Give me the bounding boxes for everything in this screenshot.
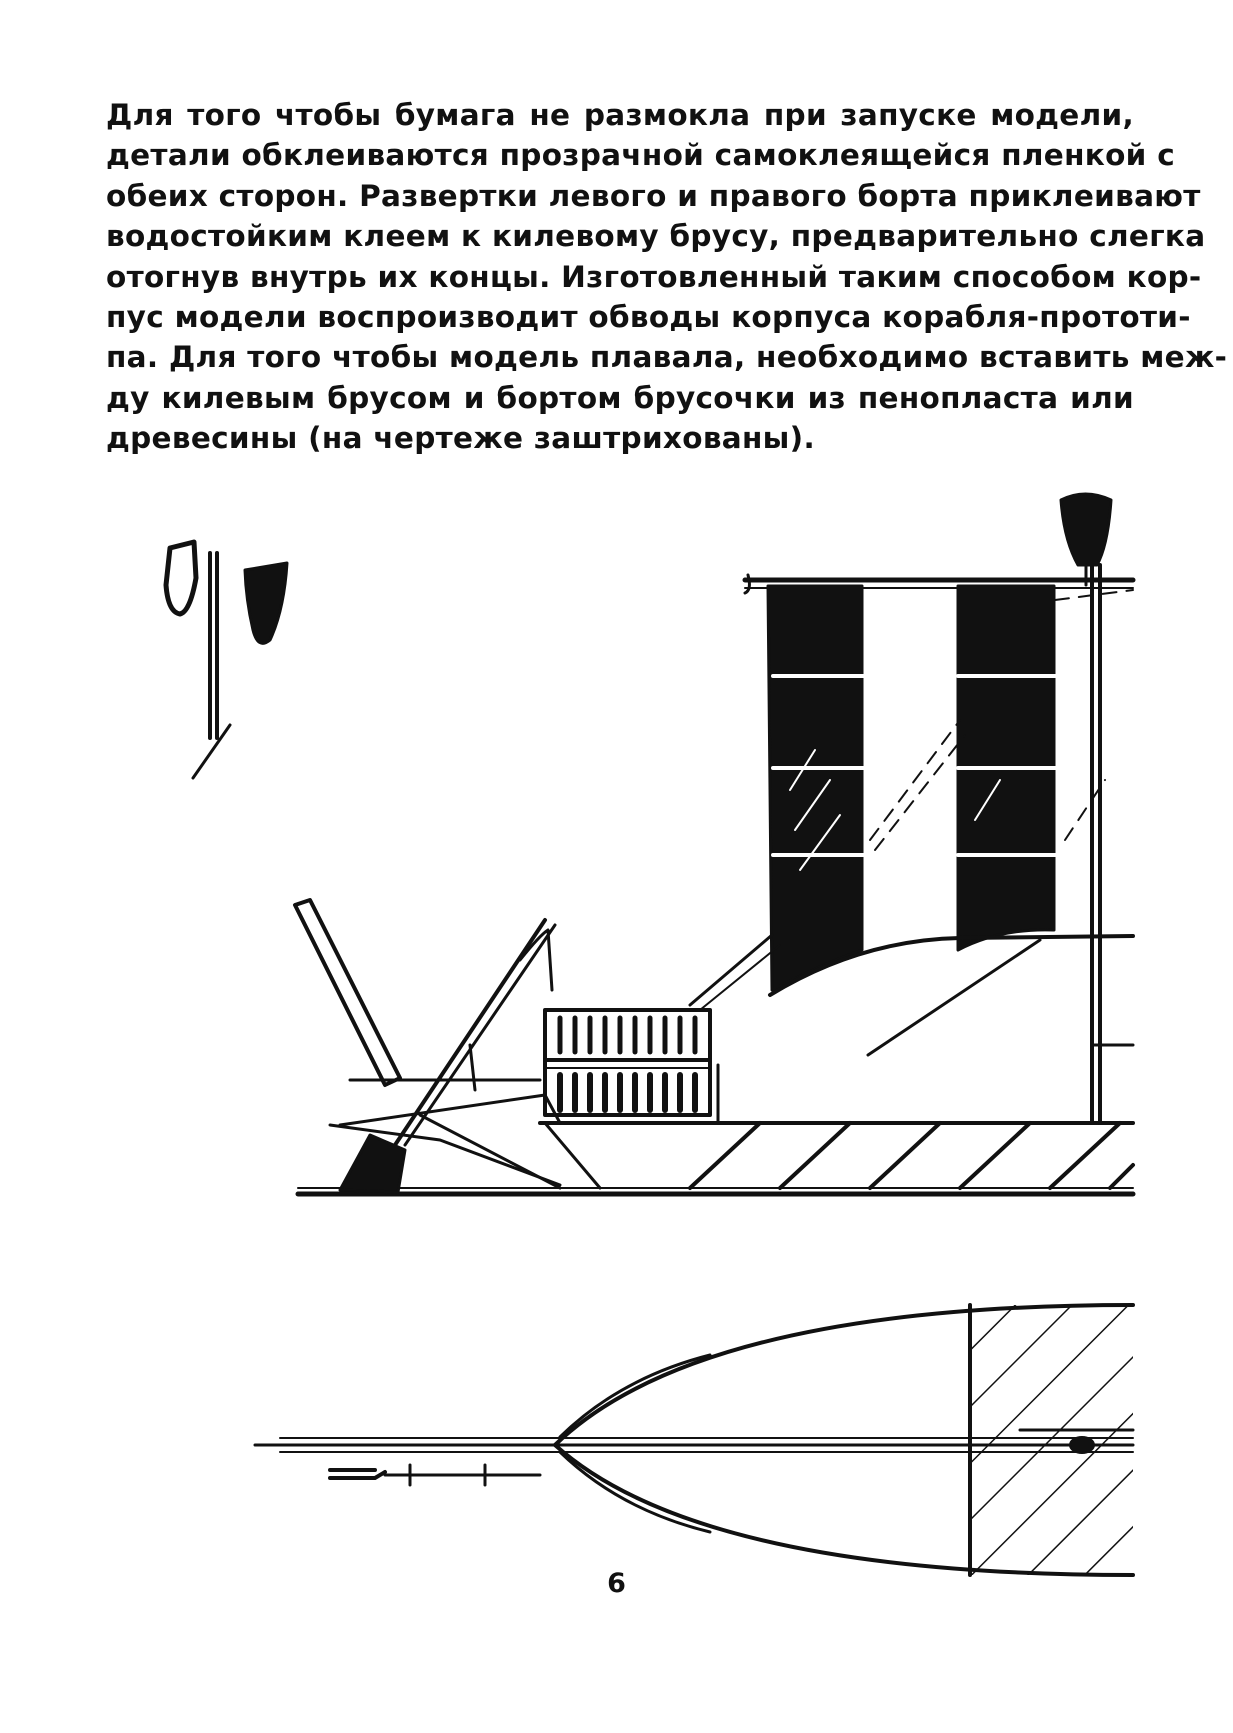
text-line: ду килевым брусом и бортом брусочки из п…: [106, 380, 1134, 415]
text-line: пус модели воспроизводит обводы корпуса …: [106, 299, 1191, 334]
body-paragraph: Для того чтобы бумага не размокла при за…: [106, 95, 1228, 459]
bow-flagstaff: [293, 898, 557, 1194]
text-line: водостойким клеем к килевому брусу, пред…: [106, 219, 1206, 254]
ship-side-elevation-drawing: [163, 492, 1136, 1197]
foam-insert-hatched: [970, 1305, 1133, 1575]
text-line: отогнув внутрь их концы. Изготовленный т…: [106, 259, 1202, 294]
detached-lamp-part: [243, 561, 289, 645]
text-line: па. Для того чтобы модель плавала, необх…: [106, 340, 1228, 375]
detached-flag-part: [163, 539, 232, 780]
page-number: 6: [607, 1568, 626, 1599]
text-line: детали обклеиваются прозрачной самоклеящ…: [106, 138, 1176, 173]
funnel-right: [956, 584, 1058, 952]
text-line: Для того чтобы бумага не размокла при за…: [106, 98, 1134, 132]
funnel-left: [766, 584, 867, 992]
hull-hatching: [688, 1121, 1135, 1190]
mast: [1059, 492, 1113, 1125]
text-line: обеих сторон. Развертки левого и правого…: [106, 178, 1201, 213]
ship-hull-plan-drawing: [253, 1303, 1135, 1577]
text-line: древесины (на чертеже заштрихованы).: [106, 421, 815, 456]
bow-railing: [543, 1008, 720, 1125]
